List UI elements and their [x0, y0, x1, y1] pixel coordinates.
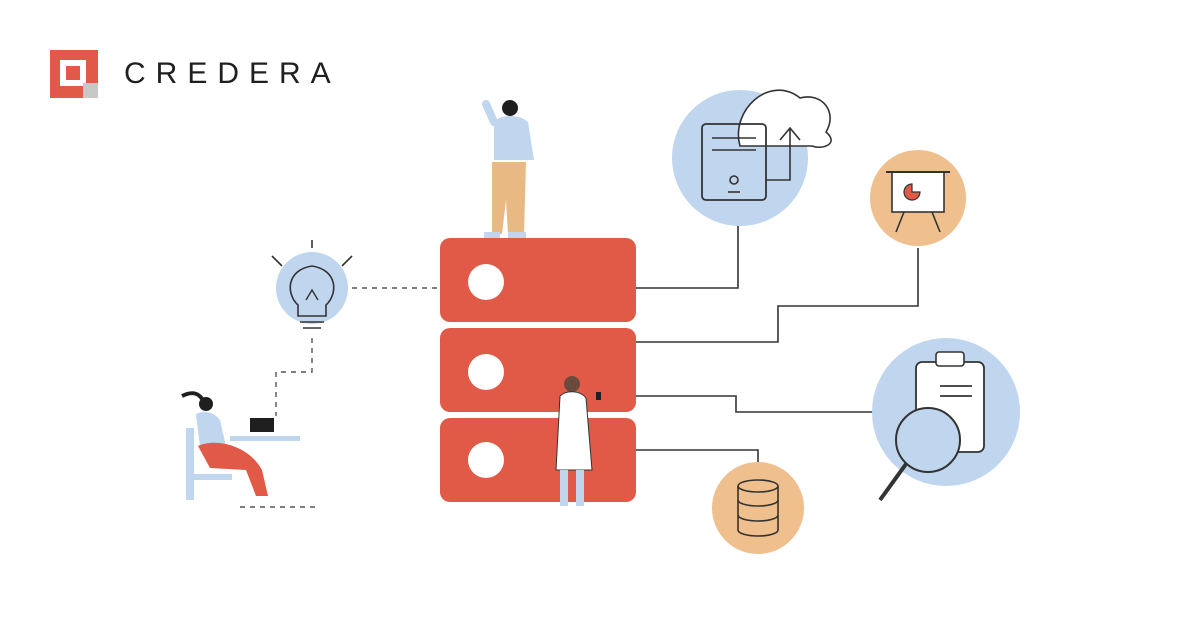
credera-logo-mark-icon — [50, 50, 98, 98]
presentation-chart-icon — [870, 150, 966, 246]
brand-name: CREDERA — [124, 57, 341, 90]
brand-logo[interactable]: CREDERA — [50, 50, 341, 98]
server-unit-1 — [440, 238, 636, 322]
server-stack — [440, 238, 636, 502]
clipboard-magnifier-icon — [872, 338, 1020, 502]
cloud-computer-icon — [672, 89, 832, 226]
database-icon — [712, 462, 804, 554]
person-at-desk — [181, 391, 300, 500]
dashed-lines — [240, 287, 438, 508]
server-unit-2 — [440, 328, 636, 412]
person-standing-on-server — [482, 100, 534, 238]
lightbulb-icon — [271, 240, 353, 329]
person-scientist — [555, 376, 601, 506]
